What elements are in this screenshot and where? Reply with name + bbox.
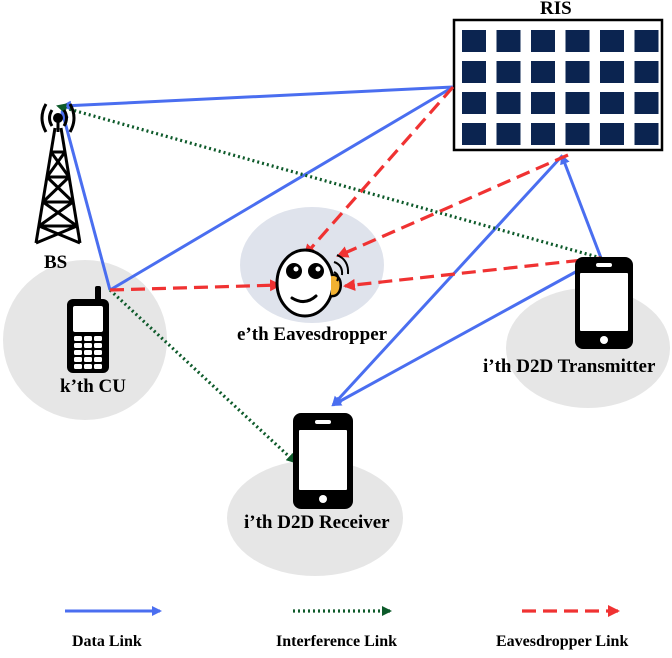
ris-element <box>600 30 624 52</box>
ris-element <box>565 123 590 145</box>
bs-label: BS <box>44 252 68 273</box>
keypad-key <box>84 336 92 341</box>
ris-element <box>600 61 624 83</box>
ris-panel-icon <box>452 18 664 152</box>
receiver-region <box>227 460 403 576</box>
interference-links <box>56 103 602 464</box>
cu-label: k’th CU <box>60 376 126 397</box>
ris-element <box>600 92 624 114</box>
ris-element <box>462 123 486 145</box>
ris-element <box>496 61 521 83</box>
legend-eavesdropper-link-label: Eavesdropper Link <box>496 633 629 650</box>
data-link-tx-to-rx <box>331 256 602 407</box>
ris-element <box>531 92 555 114</box>
ris-label: RIS <box>540 0 572 19</box>
keypad-key <box>84 364 92 369</box>
data-link-ris-to-bs <box>61 85 454 111</box>
keypad-key <box>84 350 92 355</box>
legend-interference-link-label: Interference Link <box>276 633 398 650</box>
ris-element <box>462 61 486 83</box>
ris-element <box>531 61 555 83</box>
ris-element <box>634 61 659 83</box>
smartphone-icon <box>293 413 353 509</box>
ris-element <box>634 92 659 114</box>
receiver-label: i’th D2D Receiver <box>244 512 390 533</box>
keypad-key <box>94 364 102 369</box>
cellphone-keypad-icon <box>67 286 109 373</box>
data-link-tx-to-ris <box>560 154 603 259</box>
ris-element <box>496 92 521 114</box>
eavesdropper-label: e’th Eavesdropper <box>237 324 388 345</box>
ris-element <box>634 123 659 145</box>
interference-link-tx-to-bs <box>56 103 602 260</box>
ris-element <box>496 123 521 145</box>
data-link-cu-to-ris <box>109 85 454 292</box>
legend-data-link-label: Data Link <box>72 633 142 650</box>
eavesdropper-face-icon <box>275 248 350 318</box>
ris-element <box>600 123 624 145</box>
keypad-key <box>74 343 82 348</box>
smartphone-icon <box>575 257 633 349</box>
keypad-key <box>74 364 82 369</box>
keypad-key <box>94 336 102 341</box>
keypad-key <box>94 357 102 362</box>
eavesdropper-links <box>109 85 602 292</box>
ris-element <box>565 92 590 114</box>
keypad-key <box>74 357 82 362</box>
ris-element <box>634 30 659 52</box>
ris-element <box>565 30 590 52</box>
data-link-cu-to-bs <box>59 109 112 291</box>
keypad-key <box>84 357 92 362</box>
eavesdropper-link-ris-b <box>336 153 569 258</box>
eavesdropper-link-ris-a <box>303 85 455 257</box>
ris-element <box>565 61 590 83</box>
eavesdropper-link-cu <box>109 279 282 292</box>
cell-tower-icon <box>34 103 82 245</box>
ris-element <box>496 30 521 52</box>
ris-element <box>462 30 486 52</box>
transmitter-label: i’th D2D Transmitter <box>483 356 656 377</box>
data-link-ris-to-rx <box>331 154 564 407</box>
ris-element-grid <box>462 30 659 145</box>
data-links <box>59 85 603 407</box>
eavesdropper-link-tx <box>343 256 602 291</box>
keypad-key <box>94 350 102 355</box>
ris-element <box>531 30 555 52</box>
keypad-key <box>74 350 82 355</box>
ris-element <box>462 92 486 114</box>
interference-link-cu-to-rx <box>108 288 297 464</box>
keypad-key <box>84 343 92 348</box>
keypad-key <box>74 336 82 341</box>
keypad-key <box>94 343 102 348</box>
ris-element <box>531 123 555 145</box>
